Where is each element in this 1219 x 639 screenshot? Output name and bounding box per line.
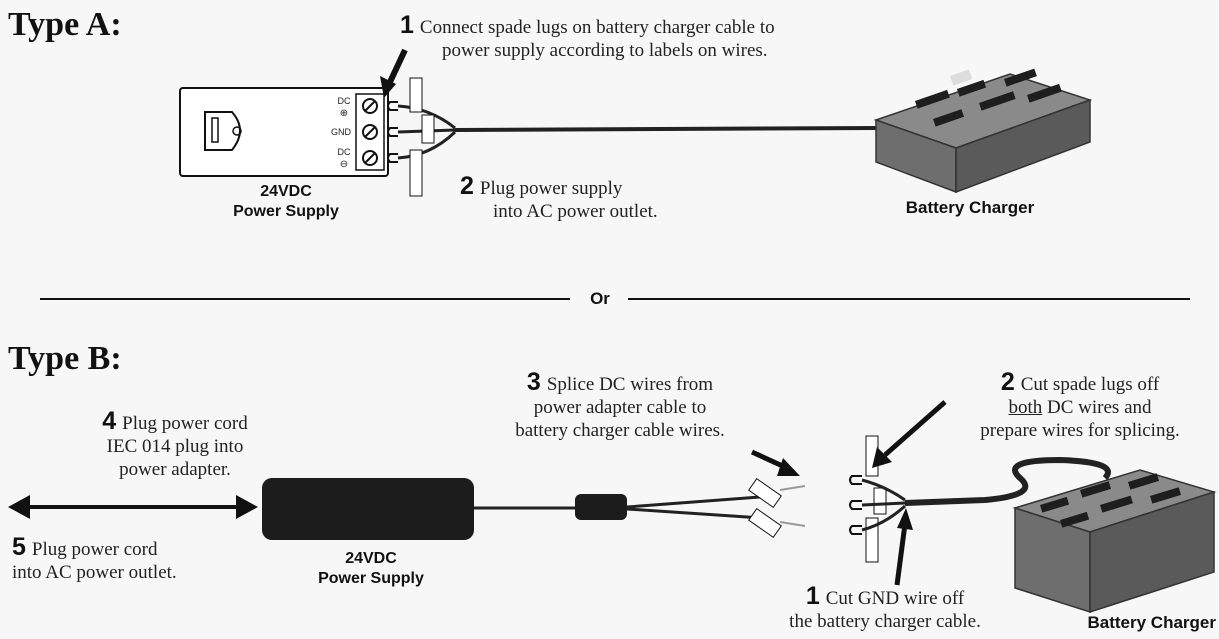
type-b-step5-line2: into AC power outlet.	[12, 562, 177, 583]
type-a-wire-tags	[409, 77, 435, 197]
type-b-step2-line2-rest: DC wires and	[1042, 397, 1152, 418]
type-b-step4-line2: IEC 014 plug into	[106, 436, 244, 457]
type-a-battery-charger-icon	[873, 68, 1093, 194]
type-b-step2-both: both	[1008, 397, 1043, 418]
terminal-gnd-label: GND	[331, 127, 352, 137]
type-b-charger-wire-tags	[865, 435, 887, 563]
type-a-step1-line1: Connect spade lugs on battery charger ca…	[419, 17, 775, 38]
type-b-step4-line1: Plug power cord	[122, 413, 248, 434]
type-b-power-supply-line1: 24VDC	[345, 550, 397, 567]
type-b-step5-line1: Plug power cord	[31, 539, 158, 560]
type-b-step2-line3: prepare wires for splicing.	[980, 420, 1180, 441]
type-b-step2-number: 2	[1000, 368, 1015, 396]
type-b-step3-number: 3	[526, 368, 541, 396]
type-a-step1-number: 1	[400, 11, 414, 39]
svg-text:⊕: ⊕	[340, 108, 348, 119]
type-b-step3-line1: Splice DC wires from	[546, 374, 714, 395]
type-b-step2-line1: Cut spade lugs off	[1020, 374, 1160, 395]
type-a-step1-line2: power supply according to labels on wire…	[442, 40, 768, 61]
type-a-power-supply-line1: 24VDC	[260, 183, 312, 200]
type-b-charger-cable	[861, 456, 1111, 532]
type-b-step2-arrow-icon	[872, 400, 947, 468]
type-b-step1-line2: the battery charger cable.	[789, 611, 981, 632]
type-b-step1-arrow-icon	[894, 508, 913, 586]
separator-or-label: Or	[590, 289, 610, 308]
type-a-power-supply-icon	[179, 87, 389, 177]
type-a-power-supply-line2: Power Supply	[233, 203, 339, 220]
type-b-power-adapter-icon	[262, 478, 763, 540]
type-b-charger-spade-lugs	[849, 475, 862, 535]
type-b-step1-line1: Cut GND wire off	[825, 588, 965, 609]
type-b-battery-charger-icon	[1012, 469, 1217, 614]
type-a-spade-lugs-icon	[387, 101, 398, 163]
power-cord-double-arrow-icon	[8, 495, 258, 519]
type-a-power-supply-label: 24VDC Power Supply	[213, 182, 359, 222]
type-b-step1-number: 1	[805, 582, 820, 610]
terminal-dc-minus-label: DC	[338, 147, 351, 157]
svg-text:⊖: ⊖	[340, 159, 348, 170]
type-a-step1-arrow-icon	[380, 48, 408, 98]
type-a-step2-line2: into AC power outlet.	[493, 201, 658, 222]
type-b-step3-line2: power adapter cable to	[533, 397, 707, 418]
type-b-battery-charger-label: Battery Charger	[1087, 613, 1217, 632]
type-b-step5-number: 5	[12, 533, 26, 561]
type-b-power-supply-label: 24VDC Power Supply	[298, 549, 444, 589]
type-a-battery-charger-label: Battery Charger	[905, 198, 1035, 217]
type-b-heading: Type B:	[8, 340, 122, 377]
type-a-heading: Type A:	[8, 6, 122, 43]
terminal-dc-plus-label: DC	[338, 96, 351, 106]
type-a-step2-number: 2	[460, 172, 474, 200]
type-b-step3-arrow-icon	[750, 449, 800, 476]
type-a-step2-line1: Plug power supply	[479, 178, 623, 199]
type-b-step4-number: 4	[102, 407, 117, 435]
type-b-step3-line3: battery charger cable wires.	[515, 420, 725, 441]
type-b-step4-line3: power adapter.	[119, 459, 231, 480]
type-b-power-supply-line2: Power Supply	[318, 570, 424, 587]
type-b-adapter-wire-ends	[748, 477, 806, 539]
type-a-charger-cable	[397, 104, 881, 160]
